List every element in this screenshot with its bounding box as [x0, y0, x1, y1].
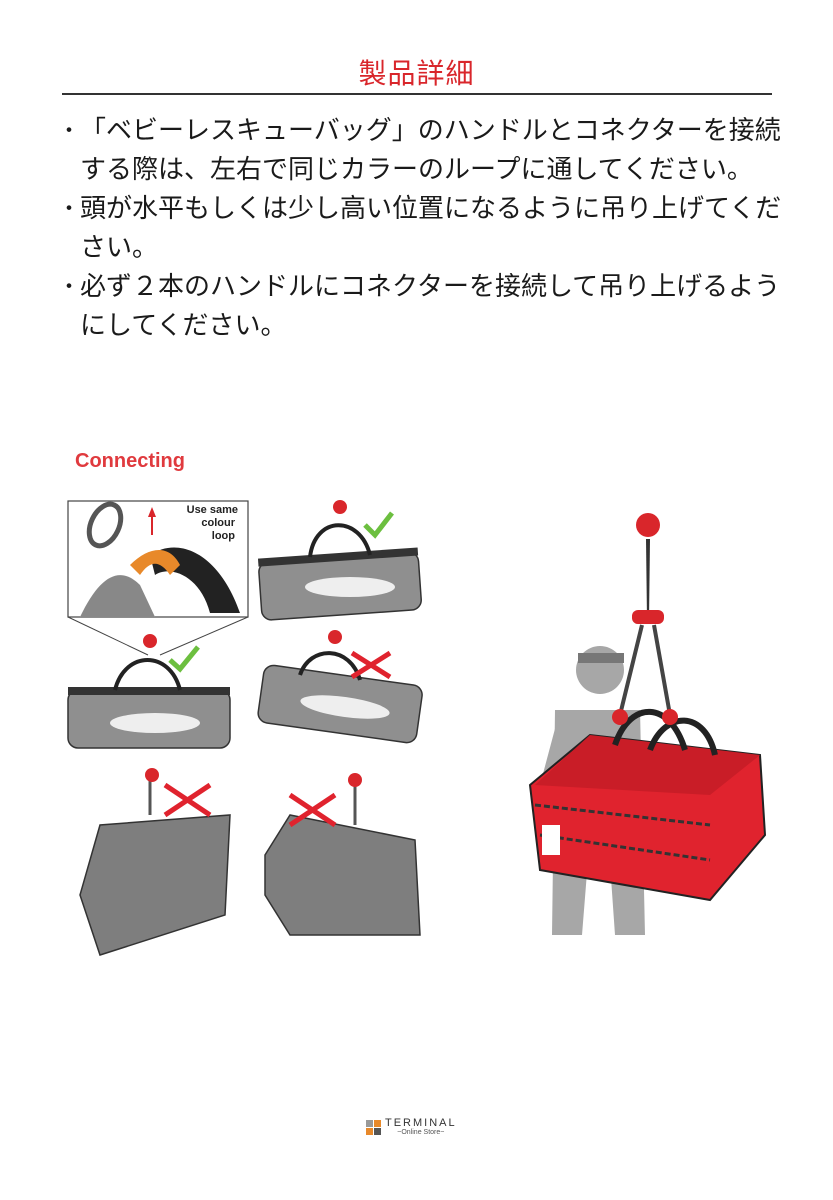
- check-icon: [168, 645, 200, 673]
- callout-text-3: loop: [212, 530, 235, 542]
- bullet-mark: ・: [58, 197, 81, 222]
- cross-icon: [163, 782, 212, 818]
- cross-icon: [288, 792, 337, 828]
- red-rescue-bag: [528, 708, 767, 902]
- instruction-item: ・必ず２本のハンドルにコネクターを接続して吊り上げるようにしてください。: [56, 268, 786, 346]
- anchor-icon: [636, 513, 660, 537]
- logo-mark-icon: [366, 1119, 381, 1135]
- brand-logo: TERMINAL ~Online Store~: [366, 1118, 457, 1136]
- bag-incorrect-left: [79, 768, 231, 956]
- logo-brand-text: TERMINAL: [385, 1117, 457, 1129]
- callout-box: Use same colour loop: [67, 500, 249, 656]
- page-title: 製品詳細: [358, 57, 475, 90]
- connecting-illustration: Use same colour loop: [67, 500, 423, 956]
- bag-correct-top: [257, 500, 422, 621]
- anchor-icon: [145, 768, 159, 782]
- title-divider: [62, 93, 772, 95]
- instruction-text: 必ず２本のハンドルにコネクターを接続して吊り上げるようにしてください。: [80, 272, 781, 341]
- cross-icon: [350, 650, 392, 680]
- logo-sub-text: ~Online Store~: [397, 1129, 445, 1136]
- check-icon: [363, 511, 394, 539]
- instruction-text: 「ベビーレスキューバッグ」のハンドルとコネクターを接続する際は、左右で同じカラー…: [80, 116, 781, 185]
- bag-correct-middle: [67, 634, 231, 749]
- instruction-item: ・「ベビーレスキューバッグ」のハンドルとコネクターを接続する際は、左右で同じカラ…: [56, 112, 786, 190]
- bullet-mark: ・: [58, 119, 81, 144]
- lifting-illustration: [528, 513, 767, 935]
- callout-text-1: Use same: [187, 504, 238, 516]
- instruction-text: 頭が水平もしくは少し高い位置になるように吊り上げてください。: [80, 194, 782, 263]
- bullet-mark: ・: [58, 275, 81, 300]
- anchor-icon: [328, 630, 342, 644]
- bag-incorrect-middle: [257, 630, 423, 744]
- anchor-icon: [348, 773, 362, 787]
- figure-heading: Connecting: [75, 450, 185, 472]
- anchor-icon: [333, 500, 347, 514]
- bag-incorrect-right: [264, 773, 421, 936]
- callout-text-2: colour: [201, 517, 235, 529]
- anchor-icon: [143, 634, 157, 648]
- instruction-item: ・頭が水平もしくは少し高い位置になるように吊り上げてください。: [56, 190, 786, 268]
- instruction-list: ・「ベビーレスキューバッグ」のハンドルとコネクターを接続する際は、左右で同じカラ…: [56, 112, 786, 346]
